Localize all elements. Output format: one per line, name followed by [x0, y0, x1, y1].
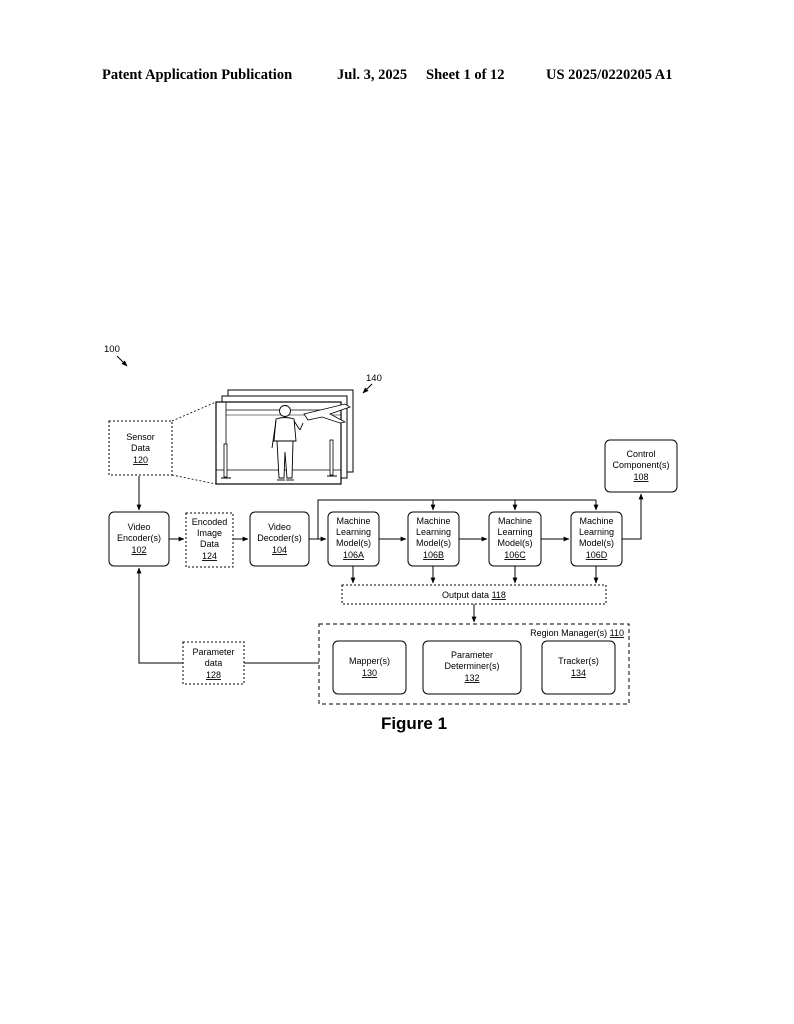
svg-text:128: 128	[206, 670, 221, 680]
svg-text:Model(s): Model(s)	[579, 538, 614, 548]
ml-model-box-106c: Machine Learning Model(s) 106C	[488, 511, 542, 567]
svg-text:Machine: Machine	[416, 516, 450, 526]
ref-140: 140	[366, 373, 382, 384]
ref-100-arrow	[116, 355, 128, 367]
svg-text:Data: Data	[200, 539, 219, 549]
svg-text:Image: Image	[197, 528, 222, 538]
figure-label: Figure 1	[381, 714, 447, 733]
video-encoder-box: Video Encoder(s) 102	[108, 511, 170, 567]
svg-text:106C: 106C	[504, 550, 526, 560]
models-to-output-arrows	[350, 566, 599, 584]
publication-date: Jul. 3, 2025	[337, 67, 408, 83]
camera-image-illustration	[215, 389, 354, 485]
svg-text:132: 132	[464, 673, 479, 683]
ml-model-box-106d: Machine Learning Model(s) 106D	[570, 511, 623, 567]
svg-text:106B: 106B	[423, 550, 444, 560]
svg-text:Model(s): Model(s)	[497, 538, 532, 548]
svg-text:Learning: Learning	[416, 527, 451, 537]
encoded-image-data-box: Encoded Image Data 124	[185, 512, 234, 568]
svg-text:Tracker(s): Tracker(s)	[558, 656, 599, 666]
svg-text:Data: Data	[131, 443, 150, 453]
person-figure	[271, 405, 304, 481]
svg-text:Video: Video	[268, 522, 291, 532]
svg-text:Sensor: Sensor	[126, 432, 155, 442]
sensor-data-box: Sensor Data 120	[108, 420, 173, 476]
svg-text:102: 102	[131, 545, 146, 555]
svg-text:Learning: Learning	[336, 527, 371, 537]
svg-text:Component(s): Component(s)	[612, 460, 669, 470]
svg-text:104: 104	[272, 545, 287, 555]
svg-text:Control: Control	[626, 449, 655, 459]
svg-text:Model(s): Model(s)	[336, 538, 371, 548]
svg-text:106A: 106A	[343, 550, 364, 560]
svg-text:106D: 106D	[586, 550, 608, 560]
svg-text:Video: Video	[128, 522, 151, 532]
svg-text:Machine: Machine	[579, 516, 613, 526]
svg-text:Output data 118: Output data 118	[442, 590, 506, 600]
tracker-box: Tracker(s) 134	[541, 640, 616, 695]
svg-text:Determiner(s): Determiner(s)	[444, 661, 499, 671]
ml-model-box-106a: Machine Learning Model(s) 106A	[327, 511, 380, 567]
svg-text:Learning: Learning	[497, 527, 532, 537]
svg-text:Machine: Machine	[498, 516, 532, 526]
svg-text:Parameter: Parameter	[451, 650, 493, 660]
zoom-line-bottom	[171, 474, 217, 485]
arrow-model-to-control	[622, 493, 644, 540]
svg-text:Region Manager(s) 110: Region Manager(s) 110	[530, 628, 624, 638]
svg-text:data: data	[205, 658, 223, 668]
svg-text:Machine: Machine	[336, 516, 370, 526]
svg-text:Decoder(s): Decoder(s)	[257, 533, 302, 543]
mapper-box: Mapper(s) 130	[332, 640, 407, 695]
publication-type: Patent Application Publication	[102, 67, 293, 83]
svg-text:Encoded: Encoded	[192, 517, 228, 527]
output-data-box: Output data 118	[341, 584, 607, 605]
decoder-to-models-connectors	[309, 499, 599, 542]
publication-number: US 2025/0220205 A1	[546, 67, 673, 83]
sheet-number: Sheet 1 of 12	[426, 67, 505, 83]
ml-model-box-106b: Machine Learning Model(s) 106B	[407, 511, 460, 567]
video-decoder-box: Video Decoder(s) 104	[249, 511, 310, 567]
control-component-box: Control Component(s) 108	[604, 439, 678, 493]
zoom-line-top	[171, 401, 217, 422]
ref-140-arrow	[362, 383, 373, 394]
svg-text:134: 134	[571, 668, 586, 678]
svg-text:124: 124	[202, 551, 217, 561]
svg-text:Encoder(s): Encoder(s)	[117, 533, 161, 543]
feedback-connector	[136, 567, 319, 664]
svg-text:120: 120	[133, 455, 148, 465]
svg-text:Learning: Learning	[579, 527, 614, 537]
ref-100: 100	[104, 344, 120, 355]
parameter-determiner-box: Parameter Determiner(s) 132	[422, 640, 522, 695]
parameter-data-box: Parameter data 128	[182, 641, 245, 685]
svg-text:Model(s): Model(s)	[416, 538, 451, 548]
svg-text:Mapper(s): Mapper(s)	[349, 656, 390, 666]
svg-text:Parameter: Parameter	[192, 647, 234, 657]
svg-text:108: 108	[633, 472, 648, 482]
airplane-shape	[303, 403, 351, 424]
svg-text:130: 130	[362, 668, 377, 678]
